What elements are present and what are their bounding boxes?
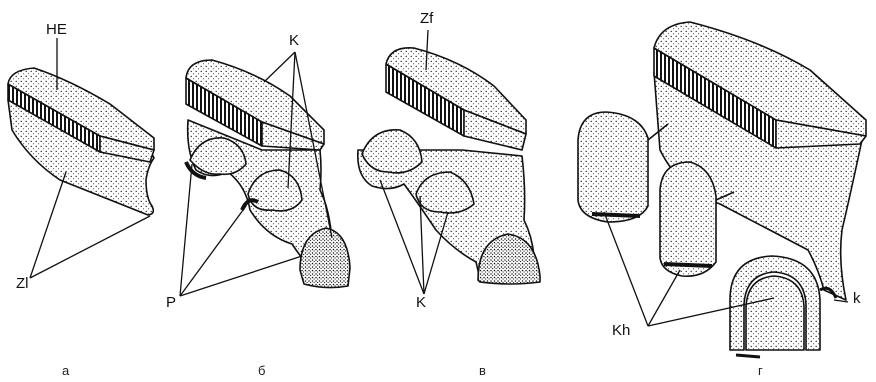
figure-g <box>578 22 866 357</box>
caption-a: а <box>62 364 69 377</box>
caption-v: в <box>479 364 486 377</box>
caption-b: б <box>258 364 265 377</box>
label-kh: Kh <box>612 323 630 338</box>
caption-g: г <box>758 364 763 377</box>
figure-v <box>358 48 540 284</box>
label-p: P <box>166 295 176 310</box>
label-zf: Zf <box>420 11 433 26</box>
figure-a <box>8 68 154 215</box>
label-k-figure-v: K <box>416 295 426 310</box>
label-he: HE <box>46 22 67 37</box>
label-k-figure-b: K <box>289 33 299 48</box>
label-zl: Zl <box>16 276 29 291</box>
label-k-figure-g: k <box>853 291 861 306</box>
